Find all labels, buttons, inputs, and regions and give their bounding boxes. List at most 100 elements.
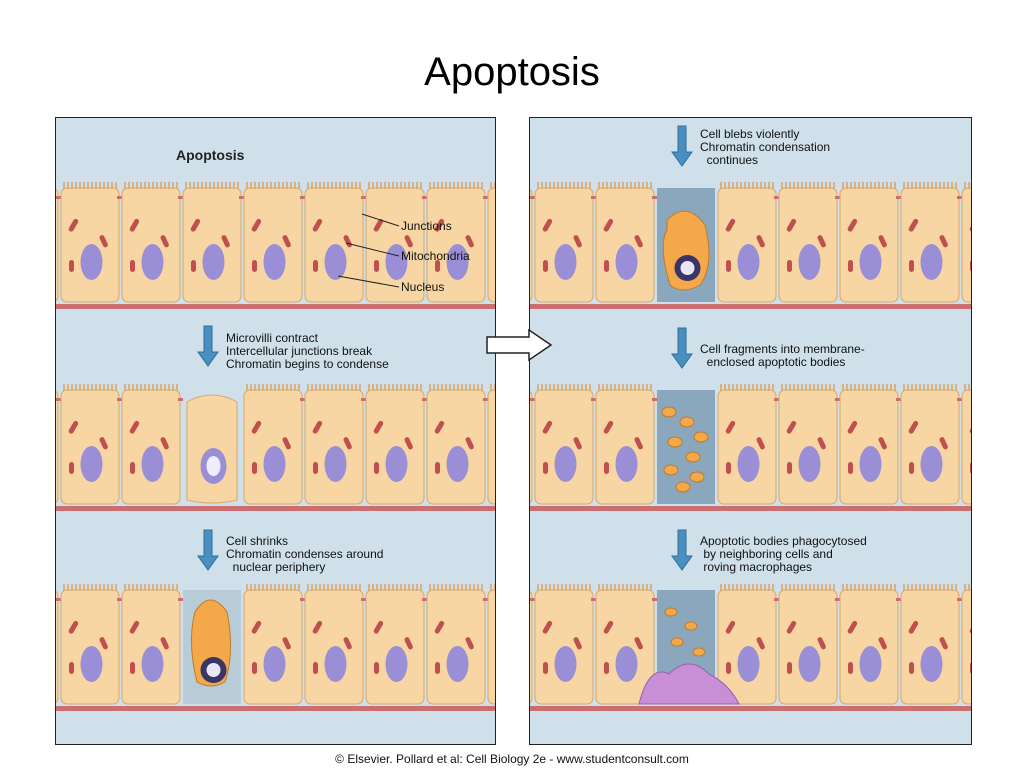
chromatin [680,261,695,275]
nucleus [615,244,638,280]
mitochondrion [130,462,135,474]
apoptotic-body [679,416,695,428]
mitochondrion [848,462,853,474]
microvilli [490,584,495,591]
mitochondrion [251,420,262,434]
mitochondrion [160,437,169,450]
step2-caption: Cell shrinks Chromatin condenses around … [226,534,384,574]
junction [422,398,427,401]
microvilli [429,384,483,391]
cell [487,589,495,705]
mitochondrion [404,637,413,650]
mitochondrion [726,462,731,474]
junction [361,196,366,199]
mitochondrion [847,620,858,634]
junction [957,598,962,601]
mitochondrion [465,637,474,650]
mitochondrion [435,462,440,474]
mitochondrion [543,662,548,674]
mitochondrion [221,235,230,248]
cell [530,390,533,504]
apoptotic-body [661,406,677,418]
nucleus [920,244,943,280]
step5-caption: Apoptotic bodies phagocytosed by neighbo… [700,534,867,574]
mitochondrion [282,235,291,248]
mitochondrion [313,462,318,474]
microvilli [964,584,970,591]
microvilli [598,182,652,189]
epithelial-row [530,584,971,711]
mitochondrion [970,662,971,674]
mitochondrion [160,235,169,248]
panel-heading: Apoptosis [176,147,245,163]
mitochondrion [68,420,79,434]
cell [56,390,59,504]
junction [896,598,901,601]
junction [300,598,305,601]
mitochondrion [817,437,826,450]
epithelial-row [56,384,495,511]
label-mitochondria: Mitochondria [401,249,470,263]
junction [896,196,901,199]
chromatin [206,663,221,677]
junction [422,196,427,199]
junction [178,196,183,199]
basement-membrane [56,304,495,309]
cell [530,188,533,302]
mitochondrion [69,462,74,474]
microvilli [842,584,896,591]
nucleus [324,244,347,280]
nucleus [385,446,408,482]
nucleus [615,646,638,682]
mitochondrion [251,218,262,232]
junction [774,398,779,401]
nucleus [798,446,821,482]
nucleus [920,446,943,482]
nucleus [554,244,577,280]
down-arrow-icon [197,529,219,571]
nucleus [324,646,347,682]
slide-title: Apoptosis [424,50,600,94]
junction [178,598,183,601]
microvilli [537,182,591,189]
basement-membrane [530,706,971,711]
next-stage-arrow-icon [486,328,553,362]
microvilli [537,384,591,391]
nucleus [263,446,286,482]
mitochondrion [99,637,108,650]
nucleus [554,446,577,482]
mitochondrion [939,637,948,650]
mitochondrion [312,620,323,634]
mitochondrion [908,620,919,634]
junction [774,598,779,601]
mitochondrion [756,235,765,248]
microvilli [842,384,896,391]
cell [56,590,59,704]
nucleus [141,646,164,682]
apoptotic-body [693,431,709,443]
mitochondrion [603,620,614,634]
microvilli [490,384,495,391]
junction [117,196,122,199]
microvilli [63,384,117,391]
microvilli [781,384,835,391]
mitochondrion [373,620,384,634]
nucleus [80,244,103,280]
basement-membrane [530,304,971,309]
cell [961,589,971,705]
microvilli [307,584,361,591]
junction [56,398,61,401]
nucleus [615,446,638,482]
microvilli [124,182,178,189]
mitochondrion [817,235,826,248]
cell [487,187,495,303]
microvilli [63,584,117,591]
apoptotic-body [664,607,678,617]
nucleus [859,446,882,482]
junction [300,196,305,199]
mitochondrion [543,260,548,272]
mitochondrion [878,235,887,248]
mitochondrion [726,260,731,272]
basement-membrane [530,506,971,511]
junction [835,598,840,601]
